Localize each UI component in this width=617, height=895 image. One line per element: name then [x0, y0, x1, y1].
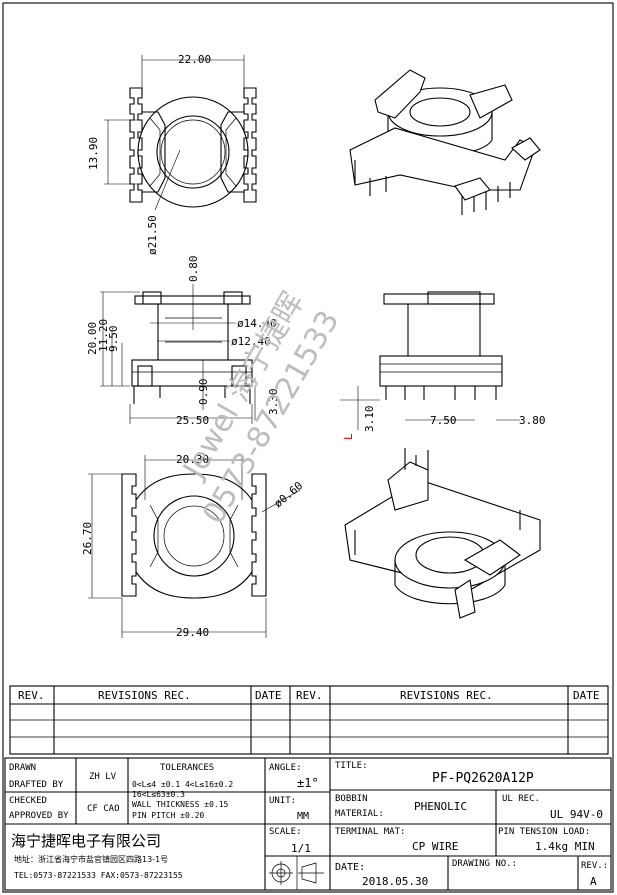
tolerance-line-3: WALL THICKNESS ±0.15	[132, 800, 229, 809]
dim-right-750: 7.50	[430, 414, 457, 427]
approved-value: CF CAO	[87, 804, 120, 814]
revisions-header-right: REVISIONS REC.	[400, 689, 493, 702]
isometric-view-bottom	[344, 448, 541, 619]
title-block: DRAWN DRAFTED BY ZH LV CHECKED APPROVED …	[4, 757, 612, 891]
scale-value: 1/1	[291, 842, 311, 855]
dim-bottom-2030: 20.30	[176, 453, 209, 466]
scale-label: SCALE:	[269, 827, 302, 837]
tolerances-label: TOLERANCES	[160, 763, 214, 773]
title-label: TITLE:	[335, 761, 368, 771]
isometric-view-top	[349, 69, 541, 215]
projection-symbol-icon	[269, 861, 324, 885]
dim-side-width: 25.50	[176, 414, 209, 427]
company-address: 地址：浙江省海宁市盐官镇园区四路13-1号	[14, 854, 168, 864]
side-view: 20.00 11.20 9.50 0.80 ø14.40 ø12.40 0.90…	[86, 256, 280, 428]
approved-label: APPROVED BY	[9, 811, 69, 821]
title-value: PF-PQ2620A12P	[432, 771, 534, 786]
terminal-value: CP WIRE	[412, 840, 458, 853]
date-header-right: DATE	[573, 689, 600, 702]
revisions-header-left: REVISIONS REC.	[98, 689, 191, 702]
top-view: 22.00 13.90 ø21.50	[87, 53, 257, 255]
dim-side-090: 0.90	[197, 379, 210, 406]
tolerance-line-4: PIN PITCH ±0.20	[132, 811, 204, 820]
checked-label: CHECKED	[9, 796, 47, 806]
drafted-value: ZH LV	[89, 772, 117, 782]
date-header-left: DATE	[255, 689, 282, 702]
dim-side-950: 9.50	[107, 326, 120, 353]
angle-value: ±1°	[297, 776, 319, 790]
rev-header-left: REV.	[18, 689, 45, 702]
dim-bottom-2670: 26.70	[81, 522, 94, 555]
rev-value: A	[590, 875, 597, 888]
rev-label: REV.:	[581, 861, 608, 871]
right-side-view: 3.10 L 7.50 3.80	[340, 291, 546, 440]
dim-side-20: 20.00	[86, 322, 99, 355]
material-label: MATERIAL:	[335, 809, 384, 819]
pin-tension-value: 1.4kg MIN	[535, 840, 595, 853]
dim-side-080: 0.80	[187, 256, 200, 283]
dim-side-1120: 11.20	[97, 319, 110, 352]
date-label: DATE:	[335, 862, 365, 873]
drawn-label: DRAWN	[9, 763, 36, 773]
material-value: PHENOLIC	[414, 800, 467, 813]
ul-label: UL REC.	[502, 794, 540, 804]
company-tel: TEL:0573-87221533 FAX:0573-87223155	[14, 871, 183, 880]
tolerance-line-2: 16<L≤63±0.3	[132, 790, 185, 799]
date-value: 2018.05.30	[362, 875, 428, 888]
dim-bottom-d060: ø0.60	[272, 479, 306, 510]
dim-right-L: L	[342, 433, 355, 440]
terminal-label: TERMINAL MAT:	[335, 827, 405, 837]
drawing-no-label: DRAWING NO.:	[452, 859, 517, 869]
dim-top-width: 22.00	[178, 53, 211, 66]
dim-side-330: 3.30	[267, 389, 280, 416]
dim-top-diameter: ø21.50	[146, 215, 159, 255]
dim-side-d1440: ø14.40	[237, 317, 277, 330]
bobbin-label: BOBBIN	[335, 794, 368, 804]
angle-label: ANGLE:	[269, 763, 302, 773]
dim-right-310: 3.10	[363, 406, 376, 433]
dim-top-height: 13.90	[87, 137, 100, 170]
revisions-table: REV. REVISIONS REC. DATE REV. REVISIONS …	[9, 685, 609, 755]
company-name: 海宁捷晖电子有限公司	[11, 832, 161, 850]
drafted-label: DRAFTED BY	[9, 780, 64, 790]
unit-label: UNIT:	[269, 796, 296, 806]
tolerance-line-1: 0<L≤4 ±0.1 4<L≤16±0.2	[132, 780, 233, 789]
unit-value: MM	[297, 811, 309, 822]
ul-value: UL 94V-0	[550, 808, 603, 821]
dim-bottom-2940: 29.40	[176, 626, 209, 639]
dim-side-d1240: ø12.40	[231, 335, 271, 348]
bottom-view: 20.30 26.70 ø0.60 29.40	[81, 453, 305, 639]
rev-header-right: REV.	[296, 689, 323, 702]
dim-right-380: 3.80	[519, 414, 546, 427]
pin-tension-label: PIN TENSION LOAD:	[498, 827, 590, 837]
